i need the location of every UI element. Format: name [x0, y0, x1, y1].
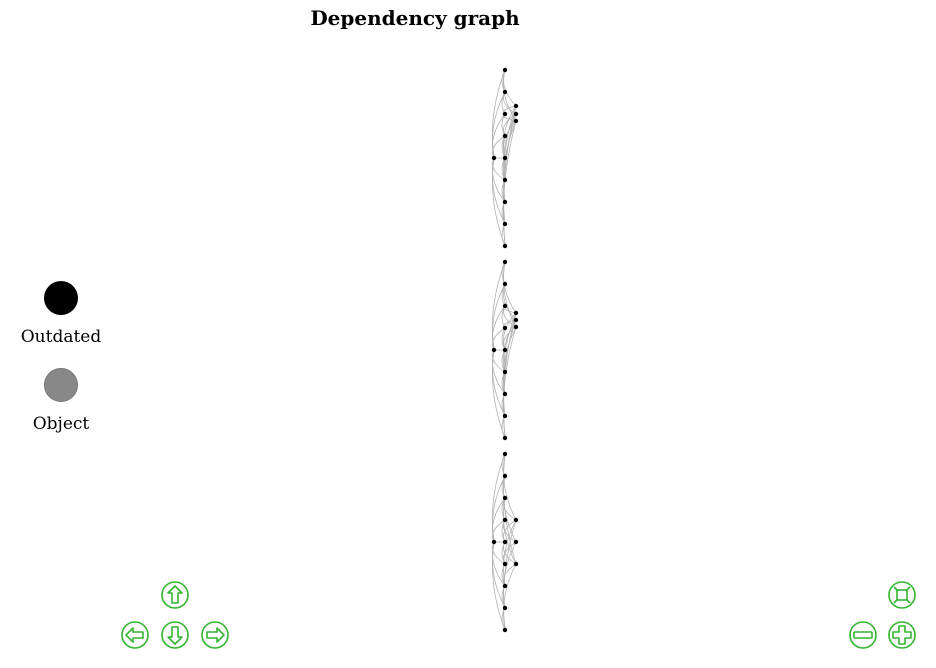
- graph-node[interactable]: [502, 561, 508, 567]
- graph-node[interactable]: [502, 413, 508, 419]
- graph-edge: [503, 120, 517, 247]
- graph-node[interactable]: [502, 133, 508, 139]
- zoom-in-button[interactable]: [888, 621, 916, 649]
- legend-outdated: Outdated: [10, 281, 112, 347]
- fit-to-screen-icon: [888, 581, 916, 609]
- graph-node[interactable]: [502, 89, 508, 95]
- graph-node[interactable]: [502, 435, 508, 441]
- graph-node[interactable]: [513, 310, 519, 316]
- graph-edge: [503, 69, 517, 122]
- graph-node[interactable]: [502, 243, 508, 249]
- arrow-down-icon: [161, 621, 189, 649]
- graph-node[interactable]: [513, 539, 519, 545]
- zoom-out-button[interactable]: [849, 621, 877, 649]
- graph-node[interactable]: [502, 391, 508, 397]
- graph-node[interactable]: [502, 347, 508, 353]
- graph-edge: [503, 563, 517, 631]
- graph-node[interactable]: [502, 495, 508, 501]
- graph-node[interactable]: [491, 155, 497, 161]
- graph-node[interactable]: [513, 111, 519, 117]
- graph-node[interactable]: [502, 539, 508, 545]
- graph-edge: [503, 69, 517, 107]
- graph-node[interactable]: [502, 627, 508, 633]
- graph-node[interactable]: [513, 317, 519, 323]
- legend-outdated-label: Outdated: [20, 327, 102, 347]
- graph-node[interactable]: [502, 303, 508, 309]
- graph-node[interactable]: [513, 103, 519, 109]
- arrow-left-icon: [121, 621, 149, 649]
- object-swatch: [44, 368, 78, 402]
- graph-edge: [503, 283, 517, 321]
- graph-edge: [503, 326, 517, 439]
- graph-edge: [503, 120, 517, 159]
- pan-left-button[interactable]: [121, 621, 149, 649]
- minus-icon: [849, 621, 877, 649]
- pan-right-button[interactable]: [201, 621, 229, 649]
- pan-up-button[interactable]: [161, 581, 189, 609]
- graph-node[interactable]: [502, 473, 508, 479]
- graph-node[interactable]: [502, 199, 508, 205]
- graph-node[interactable]: [502, 177, 508, 183]
- graph-edge: [503, 497, 517, 565]
- graph-node[interactable]: [513, 561, 519, 567]
- graph-node[interactable]: [513, 118, 519, 124]
- graph-node[interactable]: [491, 539, 497, 545]
- graph-node[interactable]: [502, 583, 508, 589]
- graph-node[interactable]: [502, 605, 508, 611]
- arrow-up-icon: [161, 581, 189, 609]
- outdated-swatch: [44, 281, 78, 315]
- legend-object: Object: [10, 368, 112, 434]
- plus-icon: [888, 621, 916, 649]
- graph-node[interactable]: [491, 347, 497, 353]
- graph-node[interactable]: [502, 451, 508, 457]
- graph-edge: [492, 113, 506, 159]
- graph-edge: [503, 113, 517, 225]
- graph-edge: [503, 453, 517, 565]
- graph-node[interactable]: [502, 111, 508, 117]
- graph-node[interactable]: [502, 517, 508, 523]
- graph-edge: [492, 305, 506, 351]
- arrow-right-icon: [201, 621, 229, 649]
- legend-object-label: Object: [32, 414, 90, 434]
- graph-edge: [492, 497, 506, 543]
- graph-node[interactable]: [513, 324, 519, 330]
- graph-node[interactable]: [502, 325, 508, 331]
- graph-node[interactable]: [502, 369, 508, 375]
- graph-edge: [503, 261, 517, 328]
- graph-node[interactable]: [502, 259, 508, 265]
- graph-node[interactable]: [502, 281, 508, 287]
- page-title: Dependency graph: [310, 6, 520, 30]
- pan-down-button[interactable]: [161, 621, 189, 649]
- graph-node[interactable]: [502, 155, 508, 161]
- graph-edge: [503, 519, 517, 631]
- zoom-fit-button[interactable]: [888, 581, 916, 609]
- graph-node[interactable]: [502, 67, 508, 73]
- graph-node[interactable]: [513, 517, 519, 523]
- graph-node[interactable]: [502, 221, 508, 227]
